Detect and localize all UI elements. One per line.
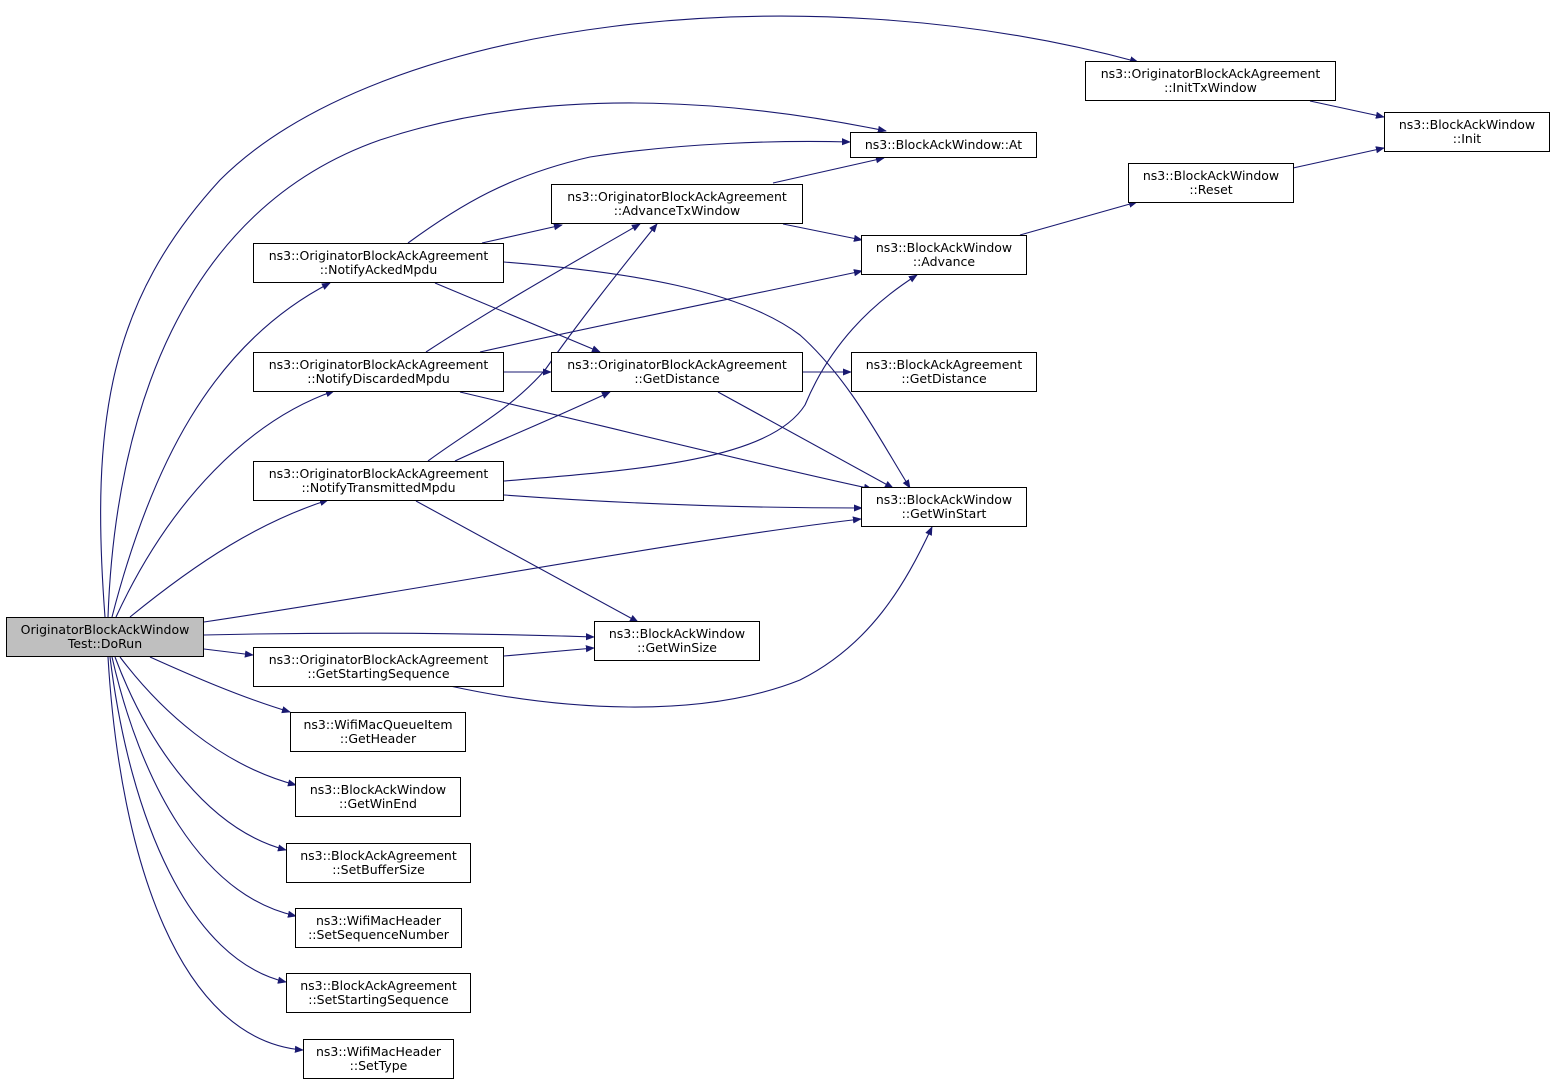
node-baw-getwinstart[interactable]: ns3::BlockAckWindow ::GetWinStart — [861, 487, 1027, 527]
node-root-dorun-line2: Test::DoRun — [67, 636, 143, 651]
node-baw-advance-line2: ::Advance — [912, 254, 976, 269]
node-root-dorun-line1: OriginatorBlockAckWindow — [20, 622, 190, 637]
node-ba-getdistance[interactable]: ns3::BlockAckAgreement ::GetDistance — [851, 352, 1037, 392]
node-wmqi-getheader-line1: ns3::WifiMacQueueItem — [303, 717, 453, 732]
edge-notifyacked-at — [407, 138, 851, 244]
node-baw-getwinend-line2: ::GetWinEnd — [339, 796, 417, 811]
node-baw-at-line1: ns3::BlockAckWindow::At — [864, 137, 1023, 152]
node-wmh-setsequencenumber-line2: ::SetSequenceNumber — [308, 927, 449, 942]
node-ba-setstartingsequence-line1: ns3::BlockAckAgreement — [300, 978, 457, 993]
node-wmh-setsequencenumber[interactable]: ns3::WifiMacHeader ::SetSequenceNumber — [295, 908, 462, 948]
node-oba-notifytransmittedmpdu-line1: ns3::OriginatorBlockAckAgreement — [268, 466, 489, 481]
node-ba-setstartingsequence-line2: ::SetStartingSequence — [308, 992, 449, 1007]
node-oba-getdistance-line1: ns3::OriginatorBlockAckAgreement — [567, 357, 787, 372]
edge-notifyacked-getwinstart — [503, 261, 911, 489]
edge-advance-reset — [1019, 200, 1138, 236]
edge-getstartingsequence-getwinsize — [503, 645, 595, 657]
edge-notifytransmitted-advance — [503, 274, 918, 482]
edge-root-setstartingsequence — [109, 656, 287, 984]
node-wmqi-getheader[interactable]: ns3::WifiMacQueueItem ::GetHeader — [290, 712, 466, 752]
node-wmqi-getheader-line2: ::GetHeader — [339, 731, 417, 746]
node-baw-getwinsize-line2: ::GetWinSize — [637, 640, 717, 655]
node-baw-getwinend[interactable]: ns3::BlockAckWindow ::GetWinEnd — [295, 777, 461, 817]
node-baw-getwinsize[interactable]: ns3::BlockAckWindow ::GetWinSize — [594, 621, 760, 661]
node-baw-advance-line1: ns3::BlockAckWindow — [875, 240, 1013, 255]
edge-inittxwindow-init — [1309, 100, 1385, 119]
node-oba-getstartingsequence-line1: ns3::OriginatorBlockAckAgreement — [268, 652, 489, 667]
node-wmh-settype-line1: ns3::WifiMacHeader — [315, 1044, 442, 1059]
node-oba-notifydiscardedmpdu-line2: ::NotifyDiscardedMpdu — [307, 371, 450, 386]
node-oba-notifyackedmpdu-line2: ::NotifyAckedMpdu — [319, 262, 438, 277]
edge-notifytransmitted-getwinsize — [415, 500, 639, 623]
node-oba-inittxwindow-line1: ns3::OriginatorBlockAckAgreement — [1100, 66, 1321, 81]
node-oba-getdistance[interactable]: ns3::OriginatorBlockAckAgreement ::GetDi… — [551, 352, 803, 392]
edge-reset-init — [1292, 146, 1385, 169]
node-oba-advancetxwindow-line1: ns3::OriginatorBlockAckAgreement — [567, 189, 787, 204]
node-wmh-setsequencenumber-line1: ns3::WifiMacHeader — [315, 913, 442, 928]
node-ba-getdistance-line1: ns3::BlockAckAgreement — [865, 357, 1023, 372]
edge-notifyacked-getdistance — [434, 282, 601, 353]
edge-getstartingsequence-getwinstart — [449, 526, 933, 708]
edge-notifytransmitted-advancetxwindow — [427, 223, 658, 462]
edge-root-getstartingsequence — [203, 648, 254, 658]
node-baw-init-line2: ::Init — [1452, 131, 1482, 146]
node-baw-reset-line1: ns3::BlockAckWindow — [1142, 168, 1280, 183]
node-wmh-settype[interactable]: ns3::WifiMacHeader ::SetType — [303, 1039, 454, 1079]
node-oba-getstartingsequence[interactable]: ns3::OriginatorBlockAckAgreement ::GetSt… — [253, 647, 504, 687]
node-ba-setstartingsequence[interactable]: ns3::BlockAckAgreement ::SetStartingSequ… — [286, 973, 471, 1013]
edge-root-getwinsize — [203, 632, 595, 641]
node-baw-advance[interactable]: ns3::BlockAckWindow ::Advance — [861, 235, 1027, 275]
node-oba-getstartingsequence-line2: ::GetStartingSequence — [307, 666, 450, 681]
edge-notifydiscarded-getwinstart — [459, 391, 873, 491]
edge-root-settype — [107, 656, 304, 1053]
node-ba-setbuffersize-line1: ns3::BlockAckAgreement — [300, 848, 457, 863]
node-wmh-settype-line2: ::SetType — [349, 1058, 408, 1073]
edge-advancetxwindow-advance — [782, 223, 863, 242]
node-baw-init[interactable]: ns3::BlockAckWindow ::Init — [1384, 112, 1550, 152]
edge-root-getwinend — [119, 656, 297, 787]
node-ba-setbuffersize[interactable]: ns3::BlockAckAgreement ::SetBufferSize — [286, 843, 471, 883]
edge-root-inittxwindow — [100, 15, 1139, 618]
node-oba-notifytransmittedmpdu[interactable]: ns3::OriginatorBlockAckAgreement ::Notif… — [253, 461, 504, 501]
node-baw-reset-line2: ::Reset — [1189, 182, 1233, 197]
edge-notifyacked-advancetxwindow — [481, 223, 563, 244]
edge-notifytransmitted-getwinstart — [503, 494, 863, 512]
edge-notifydiscarded-advancetxwindow — [425, 223, 641, 353]
edge-obagetdistance-getwinstart — [717, 391, 894, 489]
node-root-dorun[interactable]: OriginatorBlockAckWindow Test::DoRun — [6, 617, 204, 657]
node-oba-notifydiscardedmpdu[interactable]: ns3::OriginatorBlockAckAgreement ::Notif… — [253, 352, 504, 392]
node-baw-getwinstart-line1: ns3::BlockAckWindow — [875, 492, 1013, 507]
edge-root-getwinstart — [203, 516, 862, 623]
node-baw-reset[interactable]: ns3::BlockAckWindow ::Reset — [1128, 163, 1294, 203]
edge-advancetxwindow-at — [772, 156, 885, 184]
node-oba-getdistance-line2: ::GetDistance — [634, 371, 720, 386]
edge-root-notifyackedmpdu — [111, 282, 331, 618]
node-baw-getwinend-line1: ns3::BlockAckWindow — [309, 782, 447, 797]
edge-root-setbuffersize — [114, 656, 287, 852]
edge-root-notifytransmittedmpdu — [129, 499, 329, 618]
edge-notifydiscarded-advance — [479, 269, 863, 353]
edge-notifytransmitted-getdistance — [454, 391, 611, 462]
edge-root-notifydiscardedmpdu — [115, 390, 335, 618]
node-oba-advancetxwindow[interactable]: ns3::OriginatorBlockAckAgreement ::Advan… — [551, 184, 803, 224]
node-ba-setbuffersize-line2: ::SetBufferSize — [332, 862, 425, 877]
node-baw-getwinstart-line2: ::GetWinStart — [901, 506, 987, 521]
node-baw-at[interactable]: ns3::BlockAckWindow::At — [850, 132, 1037, 158]
node-oba-notifydiscardedmpdu-line1: ns3::OriginatorBlockAckAgreement — [268, 357, 489, 372]
node-oba-notifytransmittedmpdu-line2: ::NotifyTransmittedMpdu — [301, 480, 456, 495]
node-ba-getdistance-line2: ::GetDistance — [901, 371, 987, 386]
node-oba-inittxwindow[interactable]: ns3::OriginatorBlockAckAgreement ::InitT… — [1085, 61, 1336, 101]
node-oba-notifyackedmpdu-line1: ns3::OriginatorBlockAckAgreement — [268, 248, 489, 263]
node-oba-notifyackedmpdu[interactable]: ns3::OriginatorBlockAckAgreement ::Notif… — [253, 243, 504, 283]
edge-root-getheader — [149, 656, 291, 714]
edge-root-setsequencenumber — [111, 656, 297, 918]
edge-root-at — [107, 102, 887, 618]
node-baw-getwinsize-line1: ns3::BlockAckWindow — [608, 626, 746, 641]
node-oba-advancetxwindow-line2: ::AdvanceTxWindow — [613, 203, 741, 218]
node-baw-init-line1: ns3::BlockAckWindow — [1398, 117, 1536, 132]
node-oba-inittxwindow-line2: ::InitTxWindow — [1164, 80, 1257, 95]
